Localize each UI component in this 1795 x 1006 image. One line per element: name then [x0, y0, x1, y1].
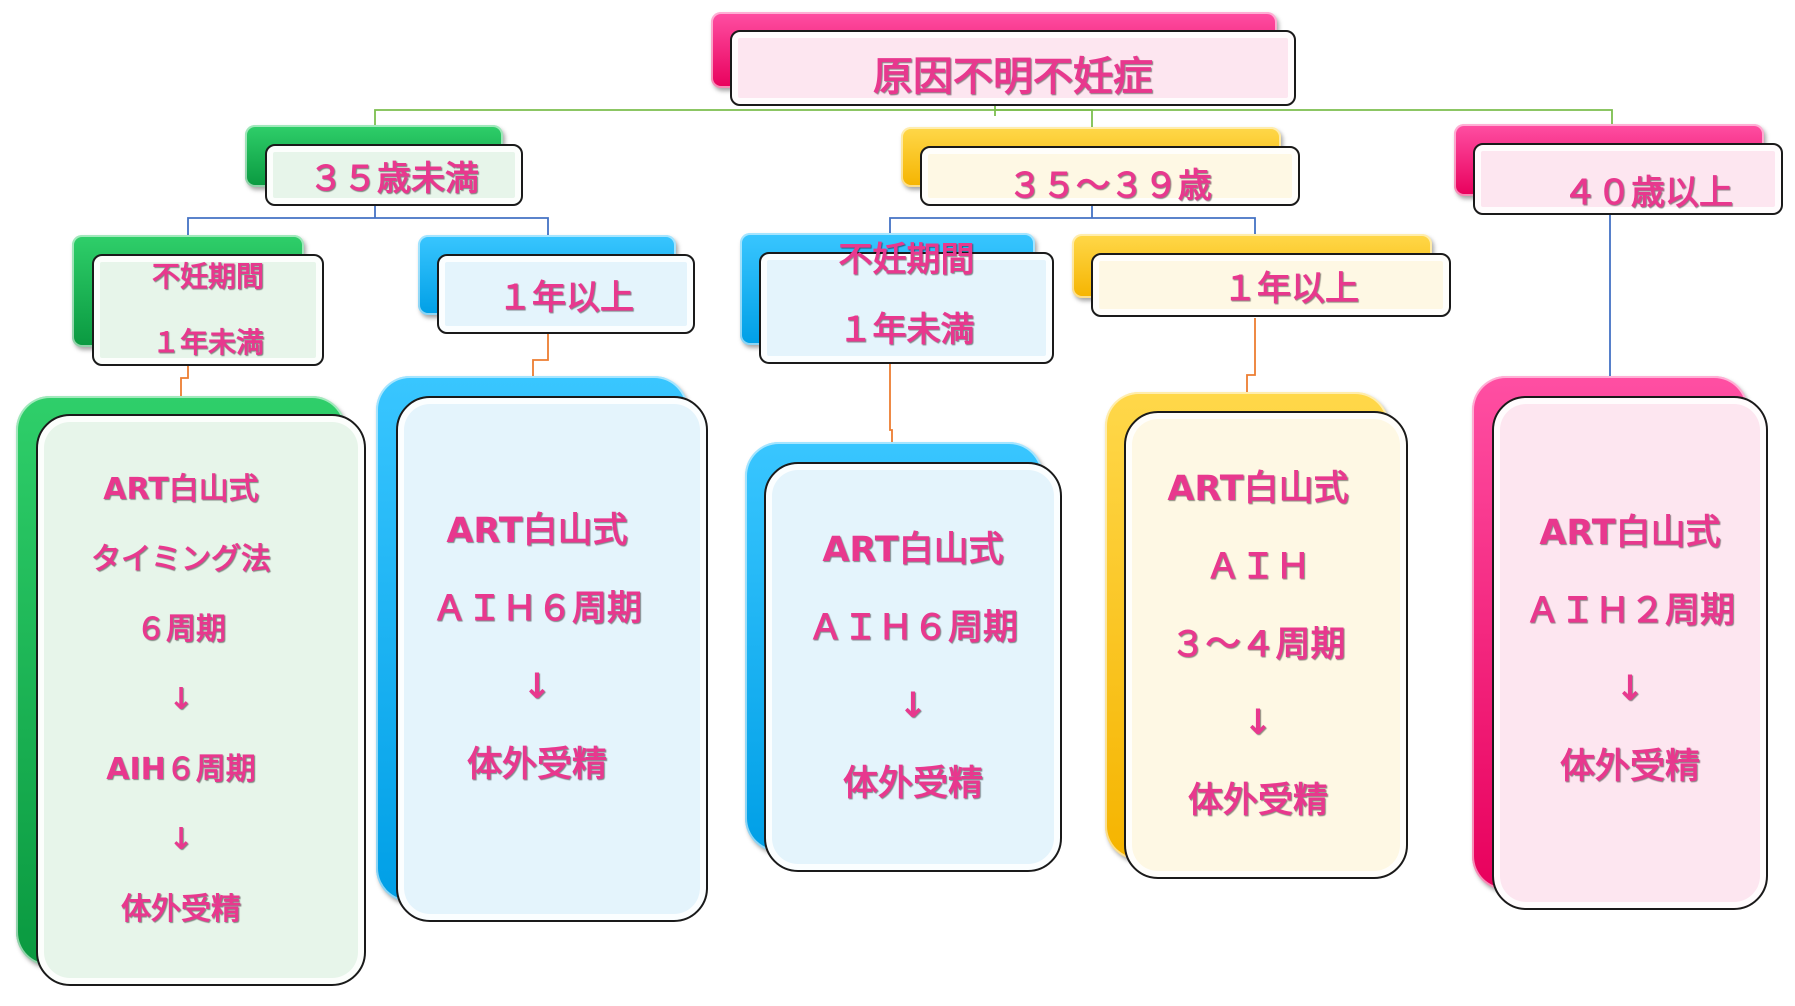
connector-mid-less1-to-plan — [889, 364, 893, 443]
duration-line: １年以上 — [498, 277, 634, 318]
age-node-under35: ３５歳未満 — [245, 125, 525, 207]
plan-line: ＡＩＨ６周期 — [807, 608, 1018, 648]
age-node-35-39: ３５～３９歳 — [901, 127, 1301, 207]
root-node: 原因不明不妊症 — [711, 12, 1299, 108]
arrow-down: ↓ — [1615, 669, 1645, 709]
arrow-down: ↓ — [1243, 703, 1273, 743]
plan-line: ６周期 — [136, 612, 226, 647]
plan-node-mid-less1-box: ART白山式 ＡＩＨ６周期 ↓ 体外受精 — [764, 462, 1062, 872]
root-label: 原因不明不妊症 — [873, 54, 1153, 100]
duration-line: １年以上 — [1223, 268, 1359, 309]
duration-line: １年未満 — [838, 310, 975, 350]
arrow-down: ↓ — [522, 667, 552, 707]
age-label-over40: ４０歳以上 — [1563, 172, 1733, 213]
plan-line: 体外受精 — [466, 745, 607, 785]
plan-line: 体外受精 — [842, 764, 983, 804]
plan-line: ART白山式 — [1539, 513, 1721, 553]
connector-under35-over1-to-plan — [532, 333, 549, 378]
duration-node-mid-less1: 不妊期間 １年未満 — [740, 233, 1055, 365]
age-node-35-39-box: ３５～３９歳 — [920, 146, 1300, 206]
plan-line: ART白山式 — [822, 530, 1004, 570]
duration-node-mid-over1-box: １年以上 — [1091, 253, 1451, 317]
arrow-down: ↓ — [168, 822, 194, 857]
duration-node-under35-over1: １年以上 — [418, 235, 696, 335]
plan-line: 体外受精 — [121, 892, 241, 927]
plan-node-mid-over1: ART白山式 ＡＩＨ ３～４周期 ↓ 体外受精 — [1105, 392, 1409, 880]
connector-under35-less1-to-plan — [180, 366, 189, 396]
arrow-down: ↓ — [898, 686, 928, 726]
plan-node-over40: ART白山式 ＡＩＨ２周期 ↓ 体外受精 — [1472, 376, 1768, 910]
plan-line: ＡＩＨ — [1205, 547, 1311, 587]
connector-root-stem — [995, 109, 1093, 128]
root-node-box: 原因不明不妊症 — [730, 30, 1296, 106]
connector-mid-over1-to-plan — [1246, 318, 1256, 392]
duration-line: 不妊期間 — [838, 240, 975, 280]
plan-node-under35-less1: ART白山式 タイミング法 ６周期 ↓ AIH６周期 ↓ 体外受精 — [16, 396, 366, 1006]
plan-node-over40-box: ART白山式 ＡＩＨ２周期 ↓ 体外受精 — [1492, 396, 1768, 910]
age-node-over40-box: ４０歳以上 — [1473, 143, 1783, 215]
plan-node-under35-over1-box: ART白山式 ＡＩＨ６周期 ↓ 体外受精 — [396, 396, 708, 922]
duration-node-under35-over1-box: １年以上 — [437, 254, 695, 334]
duration-node-under35-less1: 不妊期間 １年未満 — [72, 235, 324, 367]
plan-line: ＡＩＨ２周期 — [1524, 591, 1735, 631]
plan-node-under35-less1-box: ART白山式 タイミング法 ６周期 ↓ AIH６周期 ↓ 体外受精 — [36, 414, 366, 986]
plan-node-mid-over1-box: ART白山式 ＡＩＨ ３～４周期 ↓ 体外受精 — [1124, 411, 1408, 879]
duration-node-mid-less1-box: 不妊期間 １年未満 — [759, 240, 1054, 364]
duration-line: 不妊期間 — [151, 260, 264, 293]
age-node-under35-box: ３５歳未満 — [265, 144, 523, 206]
plan-line: ART白山式 — [103, 472, 259, 507]
arrow-down: ↓ — [168, 682, 194, 717]
plan-line: AIH６周期 — [106, 752, 256, 787]
plan-line: ART白山式 — [1167, 469, 1349, 509]
age-node-over40: ４０歳以上 — [1454, 124, 1784, 216]
age-label-35-39: ３５～３９歳 — [1008, 165, 1212, 206]
plan-line: ３～４周期 — [1170, 625, 1346, 665]
duration-line: １年未満 — [151, 326, 264, 359]
age-label-under35: ３５歳未満 — [309, 158, 479, 199]
connector-mid-to-durations — [889, 217, 1256, 235]
duration-node-mid-over1: １年以上 — [1072, 234, 1452, 318]
plan-line: タイミング法 — [91, 542, 271, 577]
duration-node-under35-less1-box: 不妊期間 １年未満 — [92, 254, 324, 366]
connector-under35-to-durations — [187, 217, 549, 235]
plan-node-under35-over1: ART白山式 ＡＩＨ６周期 ↓ 体外受精 — [376, 376, 708, 922]
plan-line: 体外受精 — [1559, 747, 1700, 787]
plan-line: ART白山式 — [446, 511, 628, 551]
plan-line: 体外受精 — [1187, 781, 1328, 821]
plan-node-mid-less1: ART白山式 ＡＩＨ６周期 ↓ 体外受精 — [745, 442, 1063, 872]
plan-line: ＡＩＨ６周期 — [431, 589, 642, 629]
